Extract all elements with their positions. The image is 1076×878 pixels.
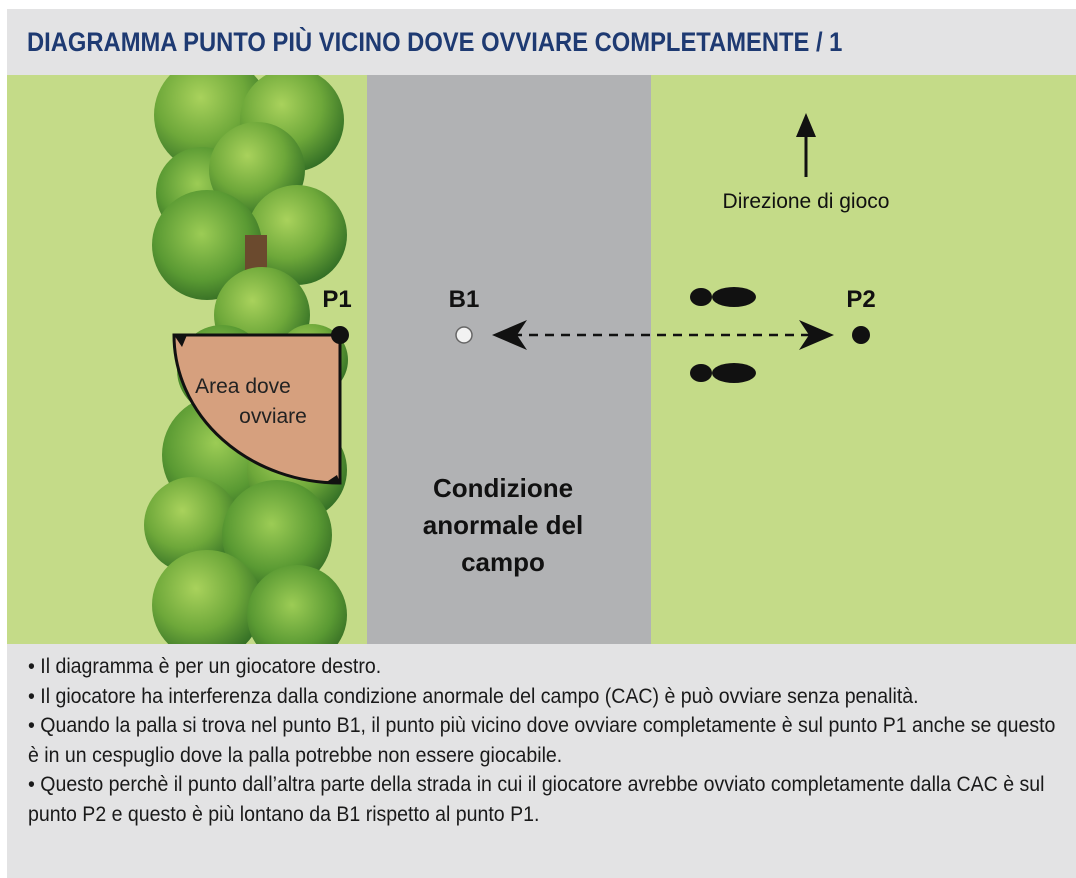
direction-label: Direzione di gioco: [723, 190, 890, 213]
relief-area-label-line1: Area dove: [195, 375, 291, 398]
p1-marker: [331, 326, 349, 344]
arrow-up-icon: [796, 113, 816, 177]
footprint-icon: [690, 287, 756, 383]
ball-icon: [455, 326, 473, 344]
condition-label-line1: Condizione: [433, 473, 573, 503]
relief-area-label-line2: ovviare: [239, 405, 307, 428]
diagram-svg: Area dove ovviare P1 B1 P2 Direzione di …: [7, 75, 1076, 644]
diagram-panel: Area dove ovviare P1 B1 P2 Direzione di …: [7, 75, 1076, 644]
p2-marker: [852, 326, 870, 344]
note-item: • Questo perchè il punto dall’altra part…: [28, 773, 1045, 826]
note-item: • Il diagramma è per un giocatore destro…: [28, 655, 382, 678]
p2-label: P2: [846, 286, 875, 313]
notes-list: • Il diagramma è per un giocatore destro…: [28, 652, 1068, 829]
diagram-title: DIAGRAMMA PUNTO PIÙ VICINO DOVE OVVIARE …: [27, 27, 843, 57]
b1-label: B1: [449, 286, 480, 313]
road: [367, 75, 651, 644]
relief-area: [172, 333, 342, 485]
note-item: • Quando la palla si trova nel punto B1,…: [28, 714, 1056, 767]
p1-label: P1: [322, 286, 351, 313]
note-item: • Il giocatore ha interferenza dalla con…: [28, 684, 919, 708]
condition-label-line2: anormale del: [423, 510, 583, 540]
condition-label-line3: campo: [461, 547, 545, 577]
right-grass: [651, 75, 1076, 644]
